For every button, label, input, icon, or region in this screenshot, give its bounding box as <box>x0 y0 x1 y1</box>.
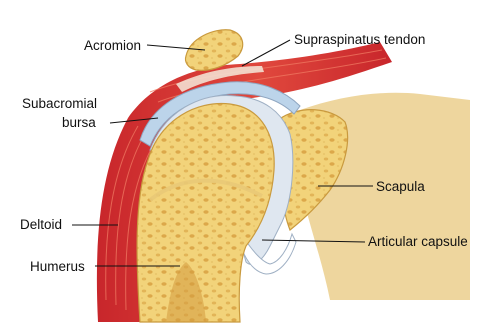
label-humerus: Humerus <box>30 259 85 274</box>
label-deltoid: Deltoid <box>20 217 62 232</box>
label-supraspinatus-tendon: Supraspinatus tendon <box>294 32 425 47</box>
acromion-bone <box>185 30 242 71</box>
label-subacromial-line1: Subacromial <box>22 96 97 111</box>
label-scapula: Scapula <box>376 179 425 194</box>
label-articular-capsule: Articular capsule <box>368 234 468 249</box>
label-subacromial-line2: bursa <box>62 115 96 130</box>
label-acromion: Acromion <box>84 38 141 53</box>
